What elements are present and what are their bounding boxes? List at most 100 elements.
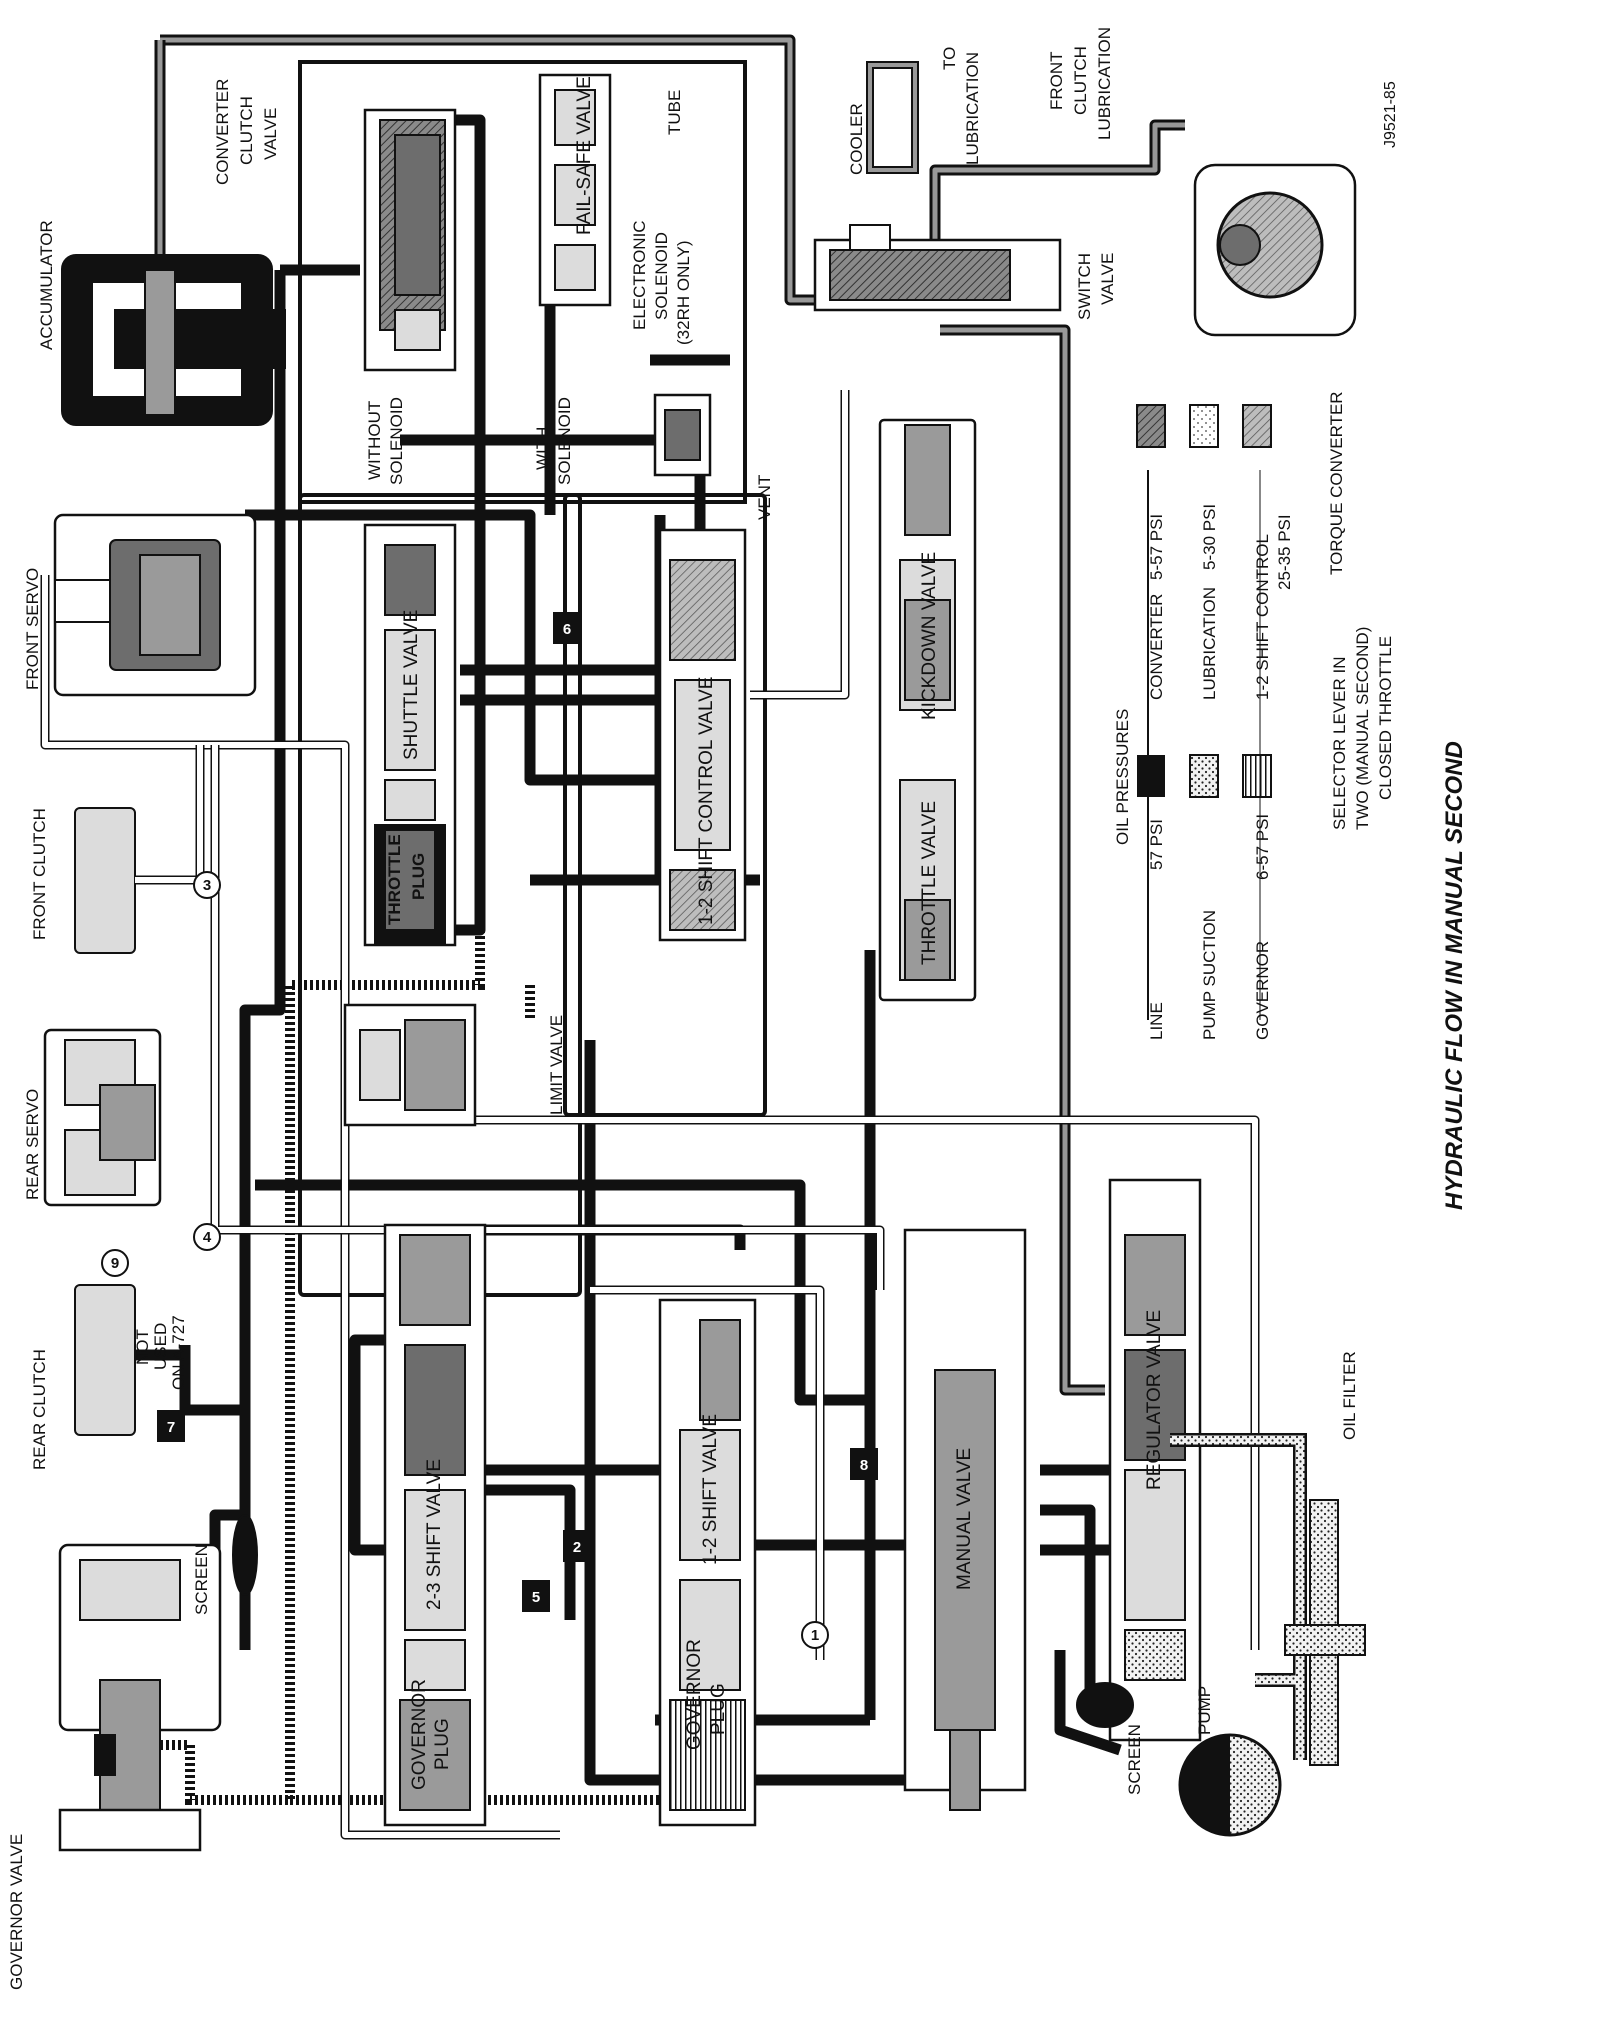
kickdown-throttle-valve [878, 418, 977, 1002]
legend-value-lubrication: 5-30 PSI [1200, 504, 1219, 570]
label-with-solenoid-1: WITH [533, 427, 552, 470]
rear-servo [43, 1028, 162, 1207]
front-servo [53, 513, 257, 697]
label-front-clutch-lub-2: CLUTCH [1071, 46, 1090, 115]
label-torque-converter: TORQUE CONVERTER [1327, 391, 1346, 575]
legend-label-governor: GOVERNOR [1253, 941, 1272, 1040]
torque-converter [1193, 163, 1357, 337]
legend-heading: OIL PRESSURES [1113, 709, 1132, 845]
passage-marker-8: 8 [850, 1448, 878, 1480]
legend-value-converter: 5-57 PSI [1147, 514, 1166, 580]
legend-label-converter: CONVERTER [1147, 594, 1166, 700]
label-converter-clutch-valve-2: CLUTCH [237, 96, 256, 165]
label-fail-safe-valve: FAIL-SAFE VALVE [574, 76, 595, 235]
svg-text:8: 8 [860, 1457, 868, 1474]
svg-text:4: 4 [203, 1229, 212, 1246]
svg-text:SELECTOR LEVER IN: SELECTOR LEVER IN [1330, 656, 1349, 830]
label-converter-clutch-valve-1: CONVERTER [213, 79, 232, 185]
label-with-solenoid-2: SOLENOID [555, 397, 574, 485]
label-not-used-3: ON A-727 [169, 1315, 188, 1390]
label-shuttle-valve: SHUTTLE VALVE [401, 610, 422, 760]
svg-text:5: 5 [532, 1589, 540, 1606]
label-not-used-2: USED [151, 1323, 170, 1370]
label-switch-valve-1: SWITCH [1075, 253, 1094, 320]
legend-swatch-governor [1242, 754, 1272, 798]
figure-code: J9521-85 [1382, 81, 1399, 148]
shift-23-valve [383, 1223, 487, 1827]
label-oil-filter: OIL FILTER [1340, 1351, 1359, 1440]
label-shift-23-valve: 2-3 SHIFT VALVE [424, 1459, 445, 1610]
passage-marker-1: 1 [801, 1621, 829, 1649]
label-front-clutch-lub-3: LUBRICATION [1095, 27, 1114, 140]
label-electronic-solenoid-1: ELECTRONIC [630, 220, 649, 330]
label-rear-clutch: REAR CLUTCH [30, 1349, 49, 1470]
label-accumulator: ACCUMULATOR [37, 220, 56, 350]
cooler [866, 61, 919, 174]
rear-clutch [74, 1284, 185, 1436]
label-not-used-1: NOT [133, 1329, 152, 1365]
label-manual-valve: MANUAL VALVE [954, 1448, 975, 1590]
converter-lines [154, 34, 1185, 1396]
label-cooler: COOLER [847, 103, 866, 175]
svg-text:9: 9 [111, 1255, 119, 1272]
passage-marker-6: 6 [553, 612, 581, 644]
label-regulator-valve: REGULATOR VALVE [1144, 1310, 1165, 1490]
label-front-clutch: FRONT CLUTCH [30, 808, 49, 940]
svg-text:CLOSED THROTTLE: CLOSED THROTTLE [1376, 636, 1395, 800]
passage-marker-9: 9 [101, 1249, 129, 1277]
label-kickdown-valve: KICKDOWN VALVE [919, 552, 940, 720]
label-converter-clutch-valve-3: VALVE [261, 108, 280, 160]
governor-valve [58, 1543, 222, 1852]
shift-12-valve [658, 1298, 757, 1827]
label-governor-plug-left-2: PLUG [432, 1718, 453, 1770]
label-throttle-plug-1: THROTTLE [385, 834, 404, 925]
passage-marker-2: 2 [563, 1530, 591, 1562]
passage-marker-7: 7 [157, 1410, 185, 1442]
label-without-solenoid-2: SOLENOID [387, 397, 406, 485]
passage-markers: 1 2 3 4 5 6 7 8 9 [101, 612, 878, 1649]
label-limit-valve: LIMIT VALVE [547, 1015, 566, 1115]
legend-swatch-shift-control [1242, 404, 1272, 448]
label-governor-plug-left-1: GOVERNOR [409, 1679, 430, 1790]
label-electronic-solenoid-2: SOLENOID [652, 232, 671, 320]
regulator-valve [1108, 1178, 1202, 1742]
label-governor-plug-right-1: GOVERNOR [684, 1639, 705, 1750]
legend-value-shift-control: 25-35 PSI [1275, 514, 1294, 590]
svg-text:3: 3 [203, 877, 211, 894]
legend-value-line: 57 PSI [1147, 819, 1166, 870]
svg-text:1: 1 [811, 1627, 819, 1644]
shift-control-valve [658, 528, 747, 942]
label-without-solenoid-1: WITHOUT [365, 401, 384, 480]
switch-valve [813, 224, 1062, 312]
label-front-servo: FRONT SERVO [23, 568, 42, 690]
svg-text:6: 6 [563, 621, 571, 638]
label-electronic-solenoid-3: (32RH ONLY) [674, 240, 693, 345]
legend-swatch-lubrication [1189, 404, 1219, 448]
legend-label-lubrication: LUBRICATION [1200, 587, 1219, 700]
svg-text:2: 2 [573, 1539, 581, 1556]
label-governor-plug-right-2: PLUG [708, 1683, 729, 1735]
legend-swatch-pump-suction [1189, 754, 1219, 798]
label-to: TO [940, 47, 959, 70]
label-to-lubrication: LUBRICATION [963, 52, 982, 165]
label-vent: VENT [755, 475, 774, 520]
label-shift-12-valve: 1-2 SHIFT VALVE [700, 1414, 721, 1565]
passage-marker-5: 5 [522, 1580, 550, 1612]
legend-swatch-line [1137, 755, 1165, 797]
pump-and-filter [1076, 1433, 1366, 1837]
legend-label-line: LINE [1147, 1002, 1166, 1040]
label-throttle-plug-2: PLUG [409, 853, 428, 900]
legend-swatches [1136, 404, 1272, 1020]
passage-marker-4: 4 [193, 1223, 221, 1251]
fail-safe-valve [538, 73, 612, 307]
diagram-title: HYDRAULIC FLOW IN MANUAL SECOND [1441, 741, 1468, 1210]
selector-note: SELECTOR LEVER IN TWO (MANUAL SECOND) CL… [1330, 627, 1395, 830]
labels: HYDRAULIC FLOW IN MANUAL SECOND J9521-85… [7, 27, 1468, 1990]
legend-value-governor: 6-57 PSI [1253, 814, 1272, 880]
legend-label-shift-control: 1-2 SHIFT CONTROL [1253, 534, 1272, 700]
label-front-clutch-lub-1: FRONT [1047, 51, 1066, 110]
legend-label-pump-suction: PUMP SUCTION [1200, 910, 1219, 1040]
converter-clutch-valve [363, 108, 457, 372]
shuttle-valve [363, 523, 457, 947]
label-shift-control-valve: 1-2 SHIFT CONTROL VALVE [696, 677, 717, 925]
